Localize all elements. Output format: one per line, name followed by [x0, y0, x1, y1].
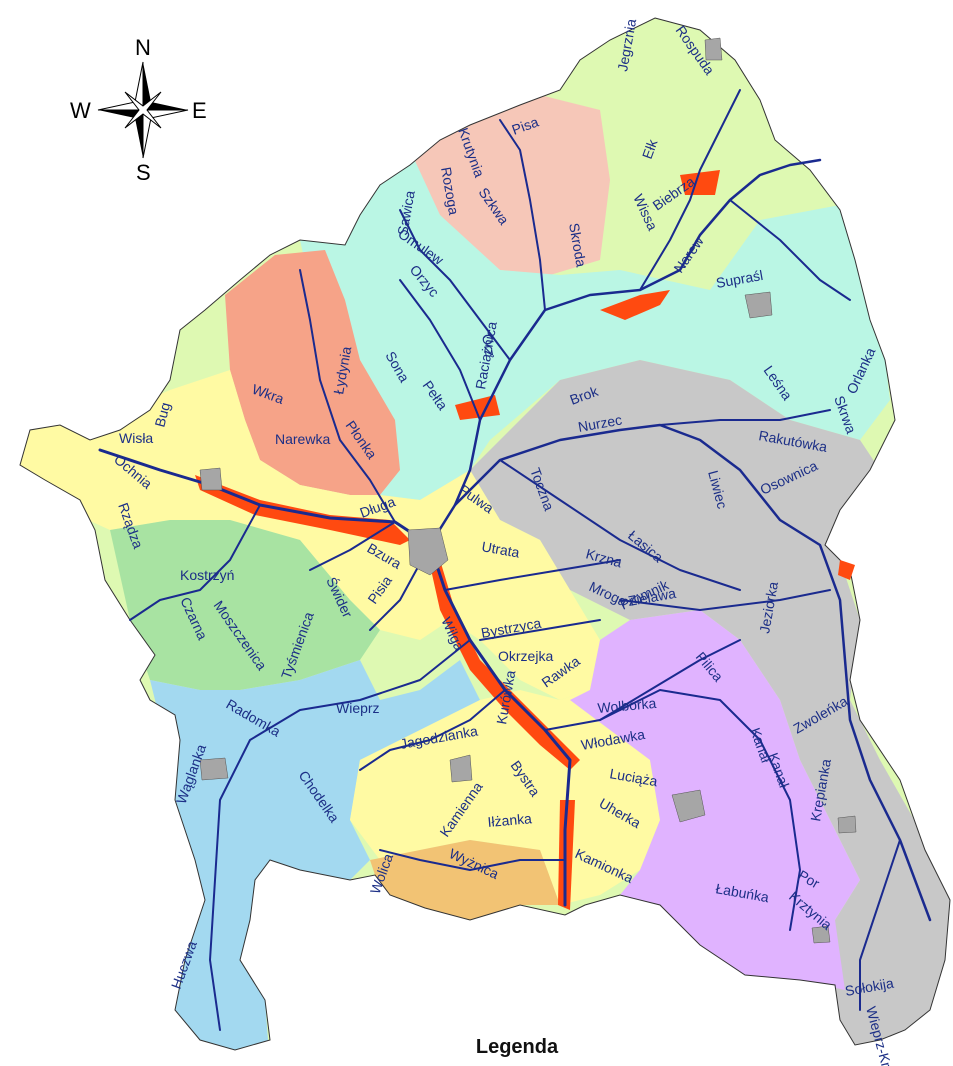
region-bzura [110, 520, 380, 690]
river-tysmienica [599, 639, 741, 721]
city-bialystok [744, 291, 773, 319]
river-narew [428, 158, 822, 547]
river-bzura [129, 504, 261, 621]
region-pilica [150, 660, 480, 1050]
city-zamosc [811, 925, 831, 944]
compass-needle-east [143, 102, 188, 110]
city-plock [199, 467, 223, 491]
cities [199, 37, 857, 944]
flood-vistula-middle [195, 475, 410, 545]
compass-needle-west [98, 110, 143, 118]
compass-diagonal [124, 91, 162, 129]
river-wkra [299, 269, 396, 523]
compass-south-label: S [136, 160, 151, 185]
flood-biebrza [680, 170, 720, 195]
city-lublin [671, 789, 706, 823]
river-swider [444, 559, 621, 591]
river-label: Wisła [119, 430, 153, 446]
legend-title: Legenda [475, 1036, 559, 1058]
flood-bug [838, 560, 855, 580]
river-label: Narewka [275, 431, 330, 447]
region-narew [300, 150, 890, 500]
city-chelm [837, 815, 857, 834]
city-radom [449, 754, 473, 783]
region-pisa [410, 95, 610, 275]
river-label: Nurzec [577, 411, 623, 434]
compass-needle-north [143, 62, 151, 110]
region-wieprz [570, 610, 860, 990]
river-liwiec [499, 459, 741, 591]
flood-vistula-upper [430, 560, 580, 770]
river-bug [453, 423, 932, 922]
river-label: Sawica [394, 189, 418, 236]
river-label: Okrzejka [498, 648, 553, 664]
river-label: Ełk [639, 136, 661, 161]
river-label: Utrata [480, 538, 521, 560]
compass-east-label: E [192, 98, 207, 123]
river-label: Wieprz [336, 700, 380, 716]
river-label: Kostrzyń [180, 567, 234, 583]
river-label: Skroda [566, 222, 589, 269]
city-warsaw [407, 527, 449, 576]
city-suwalki [704, 37, 723, 61]
river-label: Iłżanka [487, 810, 533, 830]
river-pisa [499, 119, 546, 311]
compass-north-label: N [135, 35, 151, 60]
river-utrata [309, 521, 396, 571]
city-lodz [199, 757, 229, 781]
river-label: Bug [151, 401, 173, 429]
river-huczwa [859, 839, 901, 1011]
river-krzna [619, 589, 831, 611]
river-biebrza [639, 89, 741, 291]
river-nurzec [659, 409, 831, 426]
region-radomka [350, 690, 660, 905]
compass-needle-south [135, 110, 143, 158]
river-orzyc [399, 279, 481, 421]
compass-west-label: W [70, 98, 91, 123]
river-pilica [209, 639, 471, 1031]
river-supral [729, 199, 851, 301]
flood-narew-upper [600, 290, 670, 320]
rivers [98, 89, 932, 1031]
compass-rose: N S W E [70, 35, 207, 185]
basin-outline [19, 17, 951, 1051]
river-kamienna [379, 849, 566, 871]
river-label: Orz [479, 333, 499, 358]
river-omulew [399, 209, 511, 361]
region-wkra [225, 250, 400, 495]
river-wilga [479, 619, 601, 641]
river-radomka [359, 689, 506, 771]
river-label: Wolbórka [597, 695, 657, 716]
